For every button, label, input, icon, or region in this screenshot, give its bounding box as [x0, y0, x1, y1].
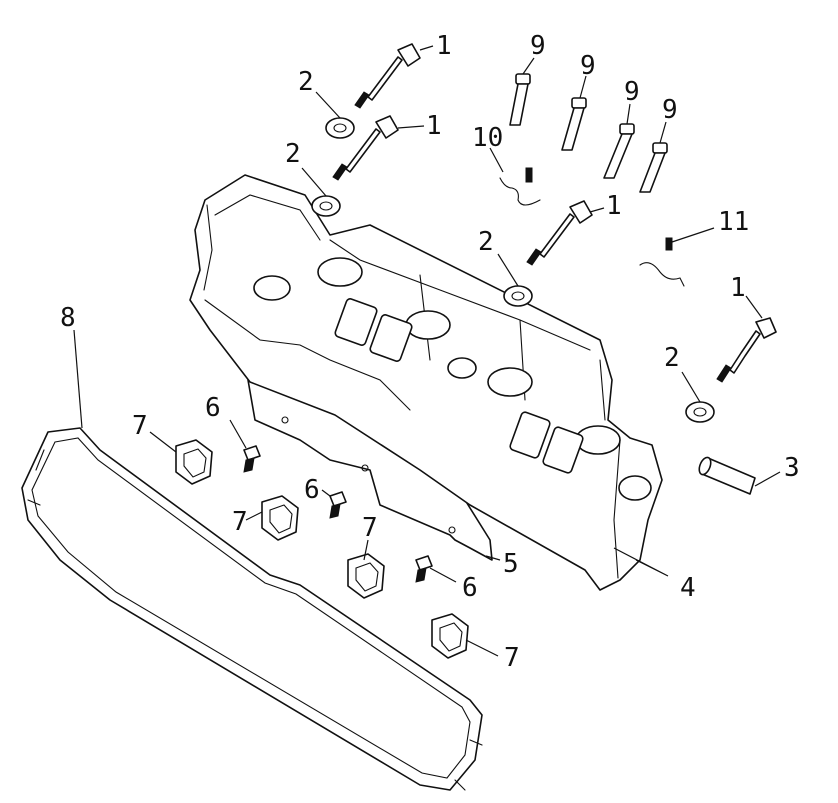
- callout-8: 8: [60, 303, 76, 333]
- wire-clip-10: [499, 167, 541, 206]
- callout-4: 4: [680, 573, 696, 603]
- callout-9-third: 9: [624, 77, 640, 107]
- sleeve-9b: [561, 97, 587, 151]
- callout-7-third: 7: [362, 513, 378, 543]
- callout-7-second: 7: [232, 507, 248, 537]
- callout-9-second: 9: [580, 51, 596, 81]
- sleeve-tube-3: [698, 456, 756, 495]
- callout-6-left: 6: [205, 393, 221, 423]
- leader-lines: [73, 45, 781, 657]
- bolt-1d: [716, 317, 777, 383]
- callout-3: 3: [784, 453, 800, 483]
- cover-housing: [189, 174, 663, 591]
- sleeve-9d: [639, 142, 668, 193]
- wire-clip-11: [639, 237, 685, 287]
- screw-6a: [243, 445, 261, 473]
- callout-5: 5: [503, 549, 519, 579]
- bolt-1c: [526, 200, 593, 266]
- callout-1-top: 1: [436, 31, 452, 61]
- callout-1-right: 1: [730, 273, 746, 303]
- washer-2d: [685, 401, 715, 423]
- callout-7-left: 7: [132, 411, 148, 441]
- callout-9-fourth: 9: [662, 95, 678, 125]
- callout-7-bottom: 7: [504, 643, 520, 673]
- washer-2b: [311, 195, 341, 217]
- bolt-1a: [354, 43, 421, 109]
- sleeve-9c: [603, 123, 635, 179]
- callout-2-top: 2: [298, 67, 314, 97]
- hex-seal-7b: [261, 495, 299, 541]
- callout-1-second: 1: [426, 111, 442, 141]
- callout-10: 10: [472, 123, 503, 153]
- sleeve-9a: [509, 73, 531, 126]
- callout-6-right: 6: [462, 573, 478, 603]
- washer-2a: [325, 117, 355, 139]
- hex-seal-7d: [431, 613, 469, 659]
- bolt-1b: [332, 115, 399, 181]
- screw-6b: [329, 491, 347, 519]
- callout-11: 11: [718, 207, 749, 237]
- screw-6c: [415, 555, 433, 583]
- hex-seal-7a: [175, 439, 213, 485]
- callout-2-center: 2: [478, 227, 494, 257]
- callouts: 1 1 1 1 2 2 2 2 3 4 5 6 6 6 7 7 7 7 8 9 …: [60, 31, 800, 673]
- callout-1-center: 1: [606, 191, 622, 221]
- callout-6-middle: 6: [304, 475, 320, 505]
- hex-seal-7c: [347, 553, 385, 599]
- gasket-ring: [21, 427, 483, 791]
- callout-9-first: 9: [530, 31, 546, 61]
- callout-2-right: 2: [664, 343, 680, 373]
- washer-2c: [503, 285, 533, 307]
- callout-2-second: 2: [285, 139, 301, 169]
